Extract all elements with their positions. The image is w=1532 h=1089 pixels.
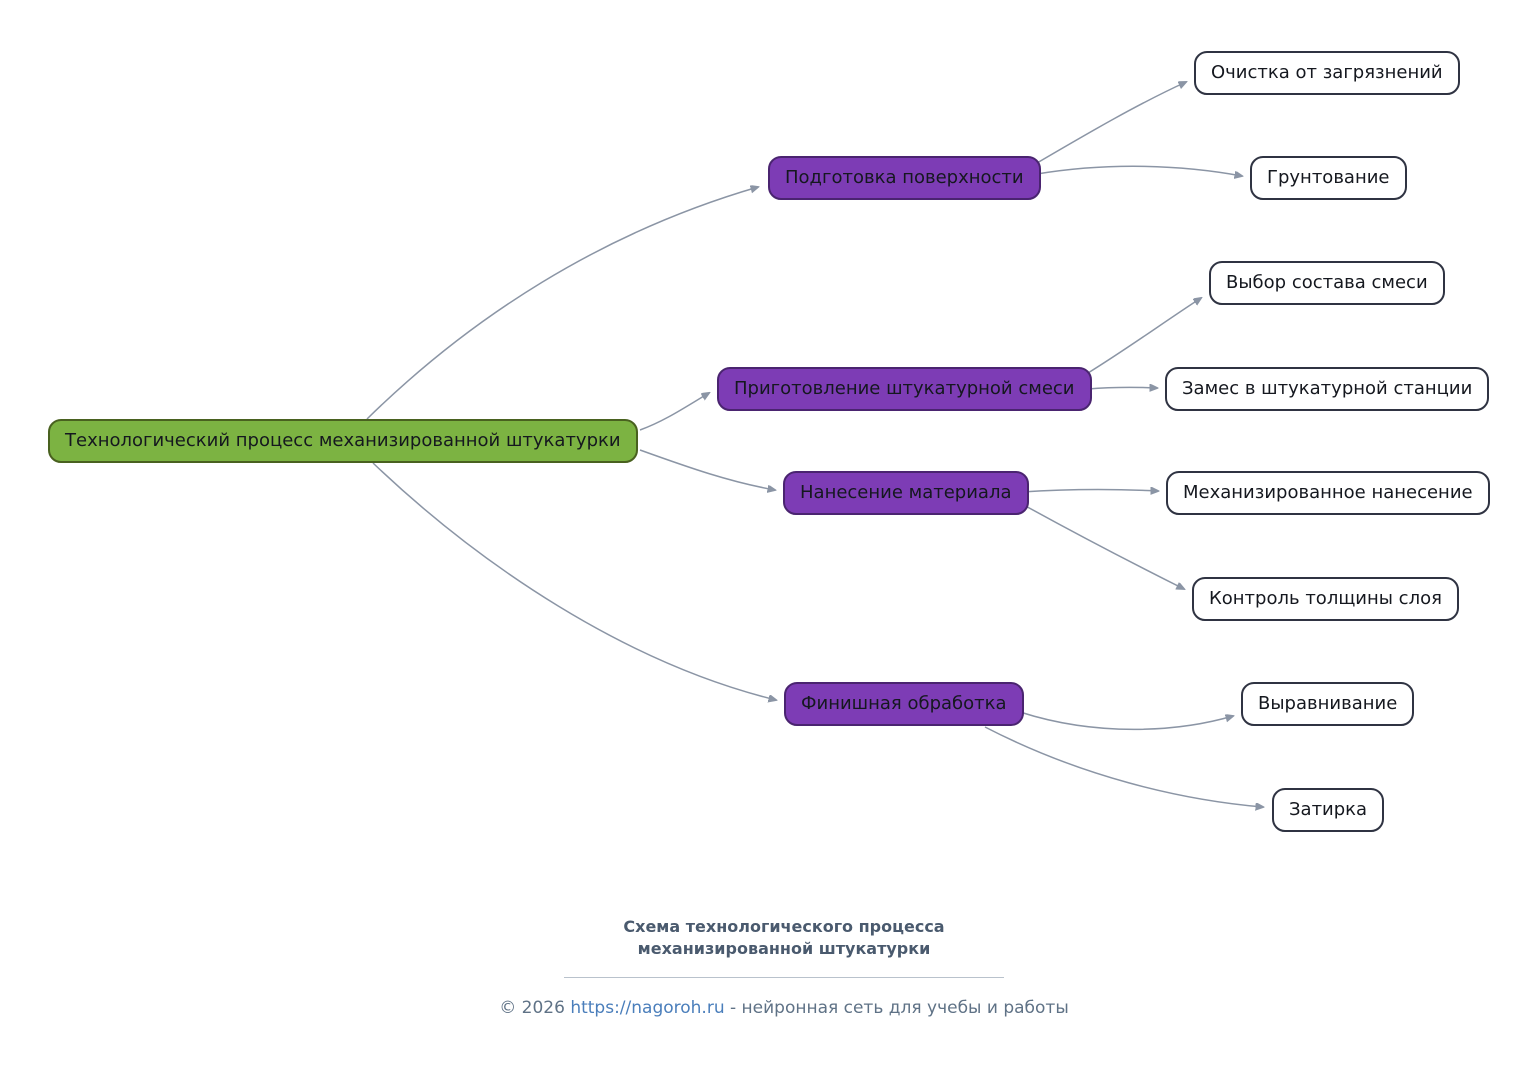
edge-branch-1-to-leaf-2 [1036, 165, 1242, 176]
root-node: Технологический процесс механизированной… [48, 419, 638, 463]
leaf-node-cleaning: Очистка от загрязнений [1194, 51, 1460, 95]
branch-node-mix-preparation: Приготовление штукатурной смеси [717, 367, 1092, 411]
edge-root-to-branch-3 [639, 449, 775, 490]
leaf-node-priming: Грунтование [1250, 156, 1407, 200]
footer-copyright: © 2026 https://nagoroh.ru - нейронная се… [474, 998, 1094, 1018]
edge-branch-4-to-leaf-8 [984, 726, 1263, 807]
leaf-node-leveling: Выравнивание [1241, 682, 1415, 726]
copyright-prefix: © 2026 [499, 997, 571, 1018]
branch-node-material-application: Нанесение материала [783, 471, 1029, 515]
footer-caption: Схема технологического процесса механизи… [474, 916, 1094, 1018]
edge-branch-1-to-leaf-1 [1036, 82, 1186, 164]
footer-link[interactable]: https://nagoroh.ru [570, 997, 725, 1018]
branch-node-finishing: Финишная обработка [784, 682, 1024, 726]
leaf-node-mechanized-application: Механизированное нанесение [1166, 471, 1490, 515]
edge-root-to-branch-1 [366, 187, 758, 420]
footer-divider [564, 976, 1004, 978]
copyright-suffix: - нейронная сеть для учебы и работы [724, 997, 1069, 1018]
edge-branch-4-to-leaf-7 [1019, 711, 1233, 731]
edge-branch-2-to-leaf-4 [1087, 387, 1157, 389]
leaf-node-grouting: Затирка [1272, 788, 1385, 832]
leaf-node-layer-thickness-control: Контроль толщины слоя [1192, 577, 1459, 621]
branch-node-surface-preparation: Подготовка поверхности [768, 156, 1041, 200]
edge-root-to-branch-2 [639, 393, 709, 431]
footer-title: Схема технологического процесса механизи… [623, 917, 945, 959]
edge-branch-3-to-leaf-5 [1021, 490, 1158, 492]
edge-root-to-branch-4 [372, 462, 776, 700]
edge-branch-3-to-leaf-6 [1021, 503, 1184, 589]
edge-branch-2-to-leaf-3 [1087, 298, 1201, 374]
leaf-node-station-mixing: Замес в штукатурной станции [1165, 367, 1490, 411]
leaf-node-mix-selection: Выбор состава смеси [1209, 261, 1445, 305]
